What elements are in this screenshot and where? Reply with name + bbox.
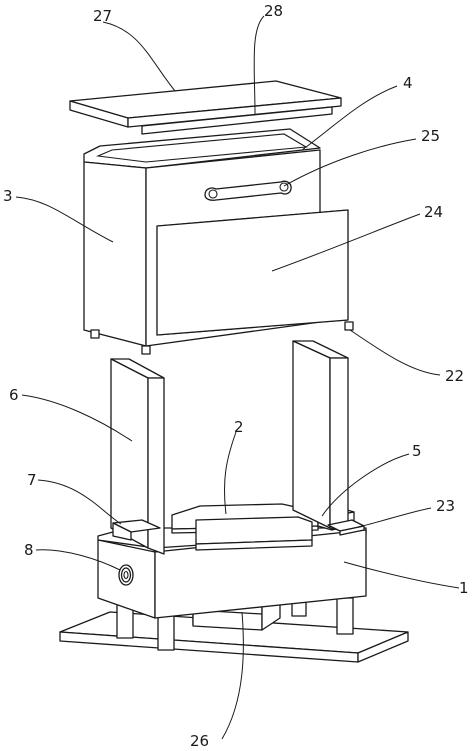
label-7: 7 bbox=[27, 471, 37, 489]
label-24: 24 bbox=[424, 203, 443, 221]
label-5: 5 bbox=[412, 442, 422, 460]
label-2: 2 bbox=[234, 418, 244, 436]
leader-lines bbox=[15, 15, 460, 740]
part-labels: 27 28 4 25 3 24 22 6 2 5 7 23 8 1 26 bbox=[3, 2, 469, 750]
label-23: 23 bbox=[436, 497, 455, 515]
label-22: 22 bbox=[445, 367, 464, 385]
inner-tray bbox=[171, 503, 319, 551]
upper-cabinet bbox=[83, 128, 349, 347]
label-25: 25 bbox=[421, 127, 440, 145]
lid bbox=[69, 80, 342, 135]
left-upright-plate bbox=[110, 358, 165, 555]
label-8: 8 bbox=[24, 541, 34, 559]
left-slot-block bbox=[112, 519, 161, 541]
label-1: 1 bbox=[459, 579, 469, 597]
label-26: 26 bbox=[190, 732, 209, 750]
label-27: 27 bbox=[93, 7, 112, 25]
switch-knob bbox=[118, 564, 134, 586]
base-plate bbox=[59, 611, 409, 663]
label-3: 3 bbox=[3, 187, 13, 205]
label-28: 28 bbox=[264, 2, 283, 20]
cabinet-handle bbox=[204, 180, 292, 201]
right-upright-plate bbox=[292, 340, 349, 533]
cabinet-feet bbox=[90, 321, 354, 355]
label-6: 6 bbox=[9, 386, 19, 404]
label-4: 4 bbox=[403, 74, 413, 92]
